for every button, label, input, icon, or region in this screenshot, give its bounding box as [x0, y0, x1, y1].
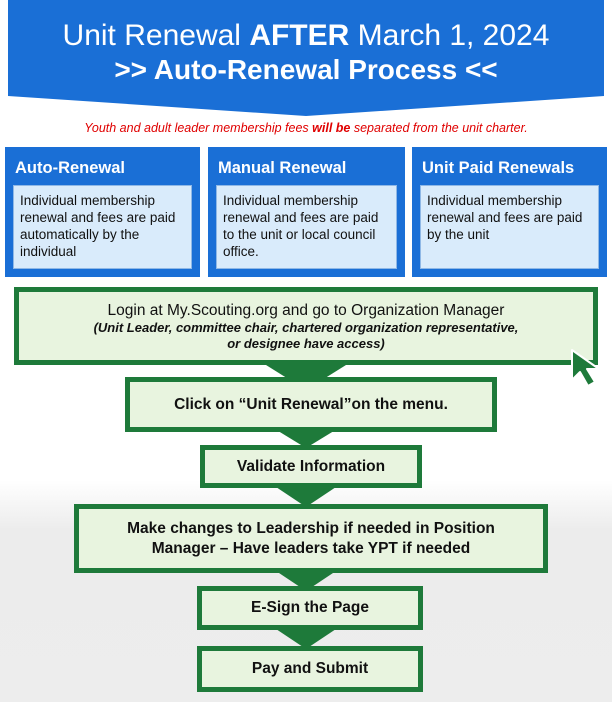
notice-part1: Youth and adult leader membership fees — [84, 121, 313, 135]
notice-part3: separated from the unit charter. — [350, 121, 528, 135]
step-click-unit-renewal: Click on “Unit Renewal”on the menu. — [125, 377, 497, 432]
option-auto-renewal: Auto-Renewal Individual membership renew… — [5, 147, 200, 277]
flow-arrow — [258, 360, 354, 390]
step-make-changes-line1: Make changes to Leadership if needed in … — [127, 519, 495, 537]
flow-arrow — [270, 483, 342, 507]
step-login-note-line1: (Unit Leader, committee chair, chartered… — [93, 319, 519, 335]
step-click-unit-renewal-text: Click on “Unit Renewal”on the menu. — [174, 395, 448, 413]
option-title: Auto-Renewal — [15, 159, 126, 177]
header-subtitle: >> Auto-Renewal Process << — [114, 54, 498, 85]
option-title: Manual Renewal — [218, 159, 347, 177]
flow-arrow — [270, 625, 342, 649]
option-description: Individual membership renewal and fees a… — [13, 185, 192, 269]
step-validate-information: Validate Information — [200, 445, 422, 488]
step-e-sign-text: E-Sign the Page — [251, 599, 369, 616]
step-e-sign: E-Sign the Page — [197, 586, 423, 630]
option-description: Individual membership renewal and fees a… — [420, 185, 599, 269]
header-chevron-shape — [8, 0, 604, 116]
option-unit-paid-renewals: Unit Paid Renewals Individual membership… — [412, 147, 607, 277]
step-login: Login at My.Scouting.org and go to Organ… — [14, 287, 598, 365]
header-title: Unit Renewal AFTER March 1, 2024 — [8, 19, 604, 53]
step-make-changes-line2: Manager – Have leaders take YPT if neede… — [151, 539, 471, 557]
header-title-suffix: March 1, 2024 — [349, 19, 550, 52]
fee-separation-notice: Youth and adult leader membership fees w… — [0, 120, 612, 136]
option-manual-renewal: Manual Renewal Individual membership ren… — [208, 147, 405, 277]
step-make-changes: Make changes to Leadership if needed in … — [74, 504, 548, 573]
step-validate-text: Validate Information — [236, 457, 386, 475]
flow-arrow — [270, 567, 342, 591]
mouse-pointer-icon — [571, 349, 600, 387]
header-title-prefix: Unit Renewal — [62, 19, 250, 52]
option-title: Unit Paid Renewals — [422, 159, 575, 177]
header-banner: Unit Renewal AFTER March 1, 2024 >> Auto… — [8, 0, 604, 122]
notice-part2: will be — [312, 121, 351, 135]
header-title-emphasis: AFTER — [249, 19, 350, 52]
step-login-text: Login at My.Scouting.org and go to Organ… — [107, 301, 505, 319]
step-pay-and-submit: Pay and Submit — [197, 646, 423, 692]
option-description: Individual membership renewal and fees a… — [216, 185, 397, 269]
step-login-note-line2: or designee have access) — [227, 335, 385, 351]
step-pay-text: Pay and Submit — [251, 660, 369, 677]
